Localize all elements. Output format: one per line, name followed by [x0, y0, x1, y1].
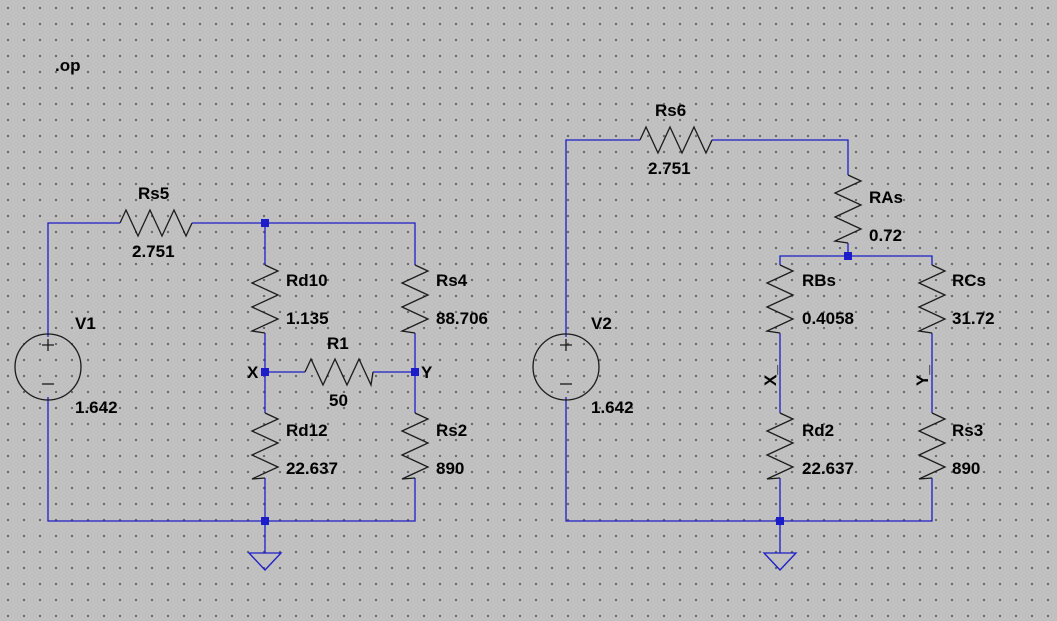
junction-dot: [776, 517, 784, 525]
rd12-value-label: 22.637: [286, 459, 338, 478]
rs4-value-label: 88.706: [436, 309, 488, 328]
rd12-name-label: Rd12: [286, 421, 328, 440]
rbs-value-label: 0.4058: [802, 309, 854, 328]
rs5-value-label: 2.751: [132, 242, 175, 261]
r1-name-label: R1: [327, 334, 349, 353]
v1-value-label: 1.642: [75, 398, 118, 417]
resistor-rd10[interactable]: [249, 264, 280, 334]
resistor-rbs[interactable]: [764, 264, 795, 334]
resistor-rs2[interactable]: [400, 412, 430, 480]
net-label-y: Y: [421, 363, 433, 382]
resistor-rs4[interactable]: [399, 264, 430, 334]
junction-dot: [261, 368, 269, 376]
rd10-value-label: 1.135: [286, 309, 329, 328]
rs3-name-label: Rs3: [952, 421, 983, 440]
resistor-ras[interactable]: [832, 174, 863, 244]
ground-symbol-left: [247, 552, 283, 571]
right-wires: [565, 139, 933, 553]
rs3-value-label: 890: [952, 459, 980, 478]
rs4-name-label: Rs4: [436, 271, 468, 290]
ground-symbol-right: [762, 552, 798, 571]
v2-name-label: V2: [591, 314, 612, 333]
rd2-name-label: Rd2: [802, 421, 834, 440]
v2-value-label: 1.642: [591, 398, 634, 417]
net-label-x-bar: X_: [761, 365, 780, 386]
v1-name-label: V1: [75, 314, 96, 333]
resistor-rd12[interactable]: [250, 412, 280, 480]
rbs-name-label: RBs: [802, 271, 836, 290]
r1-value-label: 50: [329, 391, 348, 410]
left-circuit: [14, 208, 430, 571]
resistor-rs5[interactable]: [119, 208, 193, 238]
rs5-name-label: Rs5: [138, 184, 169, 203]
rs2-value-label: 890: [436, 459, 464, 478]
junction-dot: [261, 219, 269, 227]
rs6-value-label: 2.751: [648, 159, 691, 178]
rd10-name-label: Rd10: [286, 271, 328, 290]
resistor-rcs[interactable]: [916, 264, 947, 334]
resistor-rs6[interactable]: [639, 125, 713, 155]
junction-dot: [411, 368, 419, 376]
voltage-source-v1[interactable]: [14, 333, 82, 401]
rd2-value-label: 22.637: [802, 459, 854, 478]
rs6-name-label: Rs6: [655, 101, 686, 120]
right-circuit: [532, 125, 947, 571]
voltage-source-v2[interactable]: [532, 333, 600, 401]
resistor-rd2[interactable]: [765, 412, 795, 480]
left-wires: [47, 222, 416, 553]
resistor-rs3[interactable]: [917, 412, 947, 480]
rs2-name-label: Rs2: [436, 421, 467, 440]
spice-directive[interactable]: .op: [55, 56, 81, 75]
rcs-name-label: RCs: [952, 271, 986, 290]
rcs-value-label: 31.72: [952, 309, 995, 328]
ras-name-label: RAs: [869, 188, 903, 207]
net-label-x: X: [247, 363, 259, 382]
ras-value-label: 0.72: [869, 226, 902, 245]
junction-dot: [844, 252, 852, 260]
net-label-y-bar: Y_: [913, 365, 932, 386]
resistor-r1[interactable]: [304, 357, 374, 388]
junction-dot: [261, 517, 269, 525]
